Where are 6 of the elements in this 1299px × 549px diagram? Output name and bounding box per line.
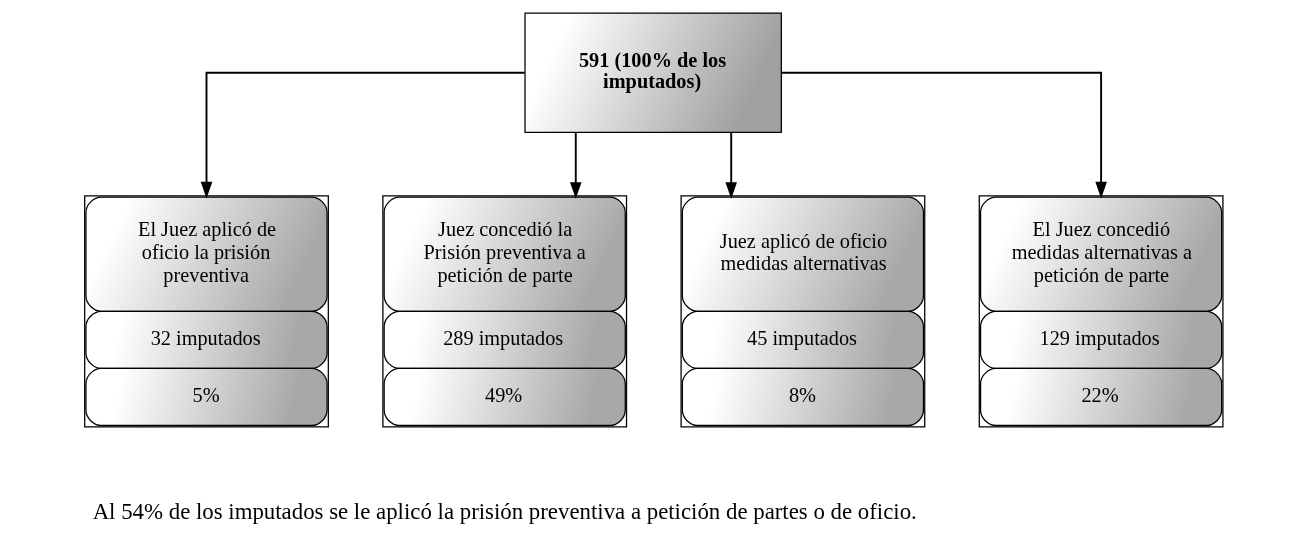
label: Al 54% de los imputados se le aplicó la prisión preventiva a petición de partes o de oficio.: [92, 498, 917, 524]
arrow: [724, 132, 737, 199]
node-box: 591 (100% de los imputados): [523, 12, 782, 133]
arrow: [200, 71, 526, 199]
arrow: [780, 71, 1107, 199]
arrow: [569, 132, 582, 199]
